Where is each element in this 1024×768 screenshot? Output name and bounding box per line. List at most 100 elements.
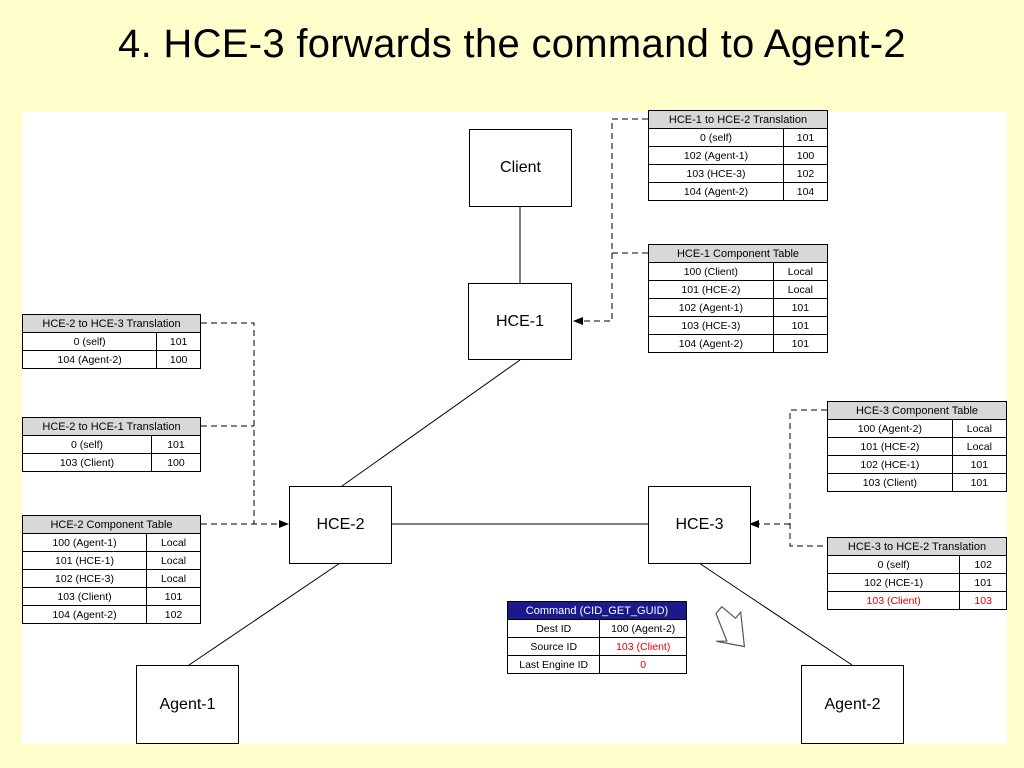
table-cell: 103 (HCE-3) [647,164,785,183]
table-cell: 104 (Agent-2) [647,182,785,201]
link-hce2-agent1 [188,562,341,666]
table-cell: 101 (HCE-2) [827,437,953,456]
hce3-node[interactable]: HCE-3 [648,486,751,564]
table-cell: 103 (Client) [22,453,152,472]
table-cell: 101 [783,128,828,147]
table-cell: 102 [146,605,201,624]
hce3-label: HCE-3 [675,516,724,533]
table-row: 104 (Agent-2)101 [648,334,829,353]
table-row: 102 (HCE-1)101 [827,455,1008,474]
table-cell: 103 (HCE-3) [648,316,774,335]
table-row: 100 (Agent-1)Local [21,533,201,552]
hce1-component-table: HCE-1 Component Table 100 (Client)Local … [648,244,829,353]
hollow-arrow-icon [715,605,746,648]
agent2-node[interactable]: Agent-2 [801,665,904,744]
table-cell: 100 [156,350,201,369]
table-row: 104 (Agent-2)100 [21,350,201,369]
hce1-node[interactable]: HCE-1 [468,283,572,360]
table-title: HCE-3 Component Table [827,401,1007,420]
table-cell: Local [146,533,201,552]
table-cell: 104 (Agent-2) [21,350,158,369]
table-cell: 102 (HCE-1) [827,455,953,474]
dash-hce1-translation [573,118,648,325]
client-node[interactable]: Client [469,129,572,207]
table-row: 0 (self)101 [647,128,828,147]
table-cell: 103 (Client) [826,591,961,610]
table-row: 102 (HCE-1)101 [826,573,1007,592]
table-cell: Local [772,262,829,281]
table-cell: 102 [783,164,828,183]
table-row: 104 (Agent-2)102 [21,605,201,624]
table-cell: 101 [772,316,829,335]
table-row: 102 (Agent-1)101 [648,298,829,317]
table-cell: 0 (self) [22,435,152,454]
table-cell: Local [146,569,201,588]
table-row: 103 (HCE-3)101 [648,316,829,335]
hce1-label: HCE-1 [495,312,544,330]
agent2-label: Agent-2 [824,695,881,713]
table-row: 103 (Client)100 [22,453,202,472]
table-cell: Last Engine ID [506,655,601,674]
table-cell: 102 (Agent-1) [648,298,774,317]
table-cell: Local [951,437,1008,456]
table-row: 101 (HCE-2)Local [648,280,829,299]
table-cell: 101 [951,473,1008,492]
table-cell: 100 (Agent-2) [827,419,953,438]
link-hce3-agent2 [698,562,853,666]
table-title: HCE-2 to HCE-1 Translation [22,417,201,436]
client-label: Client [500,159,541,176]
table-cell: 0 (self) [647,128,785,147]
table-row-highlighted: 103 (Client)103 [826,591,1007,610]
hce2-component-table: HCE-2 Component Table 100 (Agent-1)Local… [21,515,201,624]
table-row: 0 (self)101 [21,332,201,351]
dash-hce2-to-hce3 [201,322,255,524]
table-cell: 102 [959,555,1007,574]
table-cell: 101 [772,334,829,353]
table-cell: 101 [951,455,1008,474]
table-row: 104 (Agent-2)104 [647,182,828,201]
table-row: 101 (HCE-2)Local [827,437,1008,456]
hce3-to-hce2-translation-table: HCE-3 to HCE-2 Translation 0 (self)102 1… [826,537,1007,610]
connection-lines [188,118,853,666]
table-cell: 103 (Client) [599,637,687,656]
hce3-component-table: HCE-3 Component Table 100 (Agent-2)Local… [827,401,1008,492]
table-cell: 100 [783,146,828,165]
table-cell: 0 (self) [826,555,961,574]
table-cell: 104 (Agent-2) [648,334,774,353]
table-cell: 101 (HCE-2) [648,280,774,299]
table-title: HCE-1 to HCE-2 Translation [648,110,828,129]
table-row: 100 (Agent-2)Local [827,419,1008,438]
table-cell: 100 (Agent-1) [21,533,148,552]
table-cell: 104 [783,182,828,201]
link-hce1-hce2 [341,359,521,487]
table-cell: 101 [150,435,202,454]
table-row: 101 (HCE-1)Local [21,551,201,570]
agent1-node[interactable]: Agent-1 [136,665,239,744]
table-row: 103 (Client)101 [21,587,201,606]
table-cell: Local [772,280,829,299]
table-title: HCE-2 Component Table [22,515,201,534]
table-row: 102 (HCE-3)Local [21,569,201,588]
table-cell: 103 [959,591,1007,610]
table-cell: Local [951,419,1008,438]
hce2-to-hce1-translation-table: HCE-2 to HCE-1 Translation 0 (self)101 1… [22,417,202,472]
hce2-to-hce3-translation-table: HCE-2 to HCE-3 Translation 0 (self)101 1… [21,314,201,369]
table-title: HCE-2 to HCE-3 Translation [22,314,201,333]
table-title: HCE-3 to HCE-2 Translation [827,537,1007,556]
slide-title: 4. HCE-3 forwards the command to Agent-2 [118,22,906,66]
hce2-node[interactable]: HCE-2 [289,486,392,564]
table-row: 100 (Client)Local [648,262,829,281]
table-cell: 102 (HCE-1) [826,573,961,592]
table-cell: Local [146,551,201,570]
table-cell: 0 (self) [21,332,158,351]
table-row: 0 (self)101 [22,435,202,454]
table-cell: 100 [150,453,202,472]
table-row: 103 (Client)101 [827,473,1008,492]
table-cell: 104 (Agent-2) [21,605,148,624]
table-cell: 100 (Agent-2) [599,619,687,638]
table-cell: 101 [959,573,1007,592]
table-cell: 103 (Client) [21,587,148,606]
